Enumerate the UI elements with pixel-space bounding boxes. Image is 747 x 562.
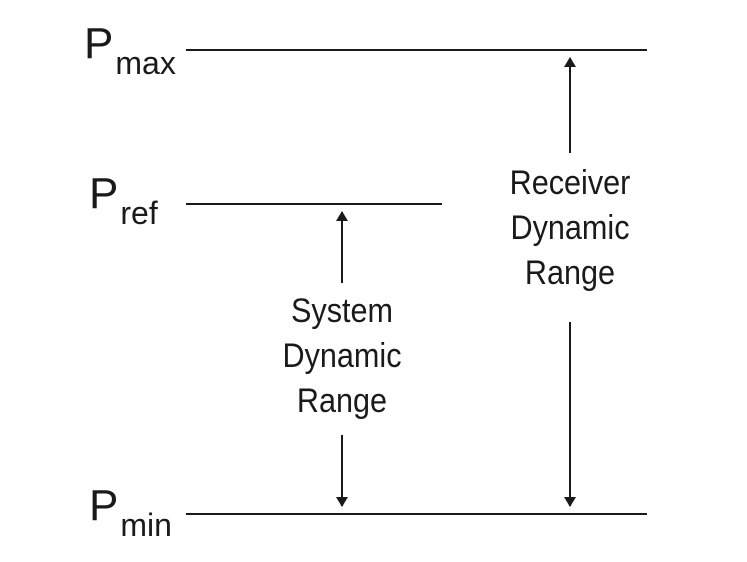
receiver-dynamic-range-label: Receiver Dynamic Range	[510, 161, 631, 296]
pref-label: Pref	[89, 169, 158, 230]
pref-symbol: P	[89, 169, 119, 218]
system-range-line-1: System	[290, 292, 394, 330]
pmin-symbol: P	[89, 481, 119, 530]
pmax-label: Pmax	[84, 19, 176, 80]
pmax-symbol: P	[84, 19, 114, 68]
pref-subscript: ref	[120, 195, 158, 231]
system-range-line-3: Range	[296, 382, 388, 420]
receiver-range-line-2: Dynamic	[510, 209, 630, 247]
receiver-range-line-1: Receiver	[509, 164, 631, 202]
system-dynamic-range-label: System Dynamic Range	[282, 289, 401, 424]
receiver-range-line-3: Range	[524, 254, 616, 292]
pmin-label: Pmin	[89, 481, 172, 542]
pmax-subscript: max	[115, 45, 176, 81]
system-range-line-2: Dynamic	[282, 337, 402, 375]
pmin-subscript: min	[120, 507, 172, 543]
